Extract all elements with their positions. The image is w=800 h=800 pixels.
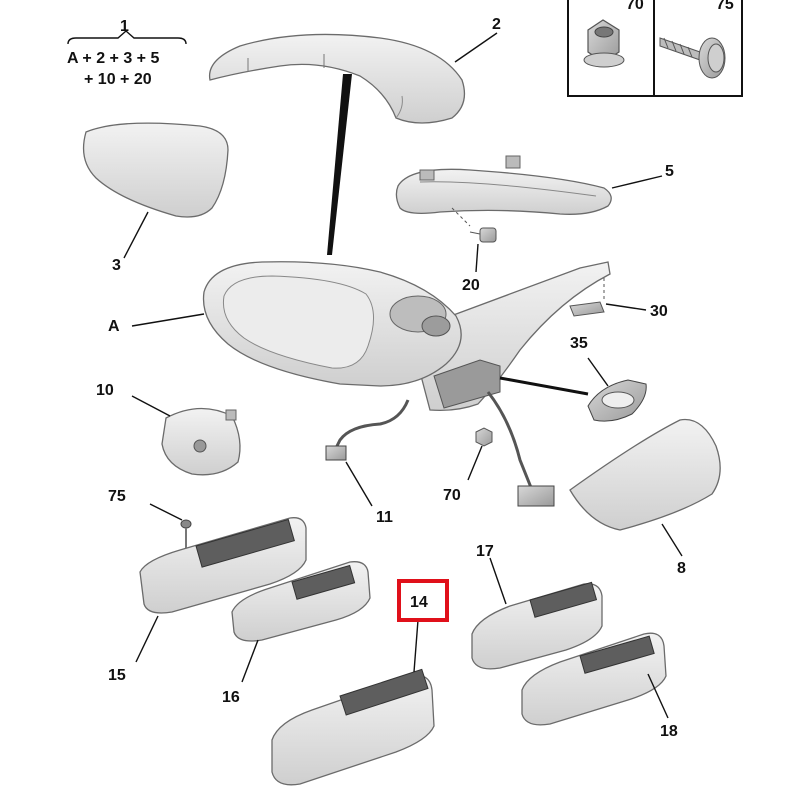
label-14: 14 xyxy=(410,594,428,611)
nut-part xyxy=(475,427,493,447)
assembly-arrow xyxy=(327,74,352,255)
adjuster-motor-part xyxy=(161,407,241,476)
clip-part xyxy=(569,278,605,317)
label-5: 5 xyxy=(665,163,674,180)
window-switch-panel-16 xyxy=(231,561,371,642)
label-A: A xyxy=(108,318,120,335)
label-17: 17 xyxy=(476,543,494,560)
label-70-main: 70 xyxy=(443,487,461,504)
screw-icon xyxy=(659,37,726,79)
fastener-inset-box: 70 75 xyxy=(567,0,743,97)
label-75-box: 75 xyxy=(716,0,734,13)
nut-icon xyxy=(583,19,625,68)
gasket-part xyxy=(587,379,647,422)
label-35: 35 xyxy=(570,335,588,352)
kit-reference-group: 1 A + 2 + 3 + 5 + 10 + 20 xyxy=(67,18,187,88)
mirror-cover-part xyxy=(208,33,466,124)
wiring-harness-part xyxy=(325,391,555,507)
label-16: 16 xyxy=(222,689,240,706)
label-30: 30 xyxy=(650,303,668,320)
label-1: 1 xyxy=(120,18,129,35)
window-switch-panel-17 xyxy=(471,581,603,670)
label-3: 3 xyxy=(112,257,121,274)
label-8: 8 xyxy=(677,560,686,577)
label-18: 18 xyxy=(660,723,678,740)
lower-cover-part xyxy=(569,418,721,531)
label-10: 10 xyxy=(96,382,114,399)
label-2: 2 xyxy=(492,16,501,33)
label-15: 15 xyxy=(108,667,126,684)
label-70-box: 70 xyxy=(626,0,644,13)
label-75-main: 75 xyxy=(108,488,126,505)
window-switch-panel-18 xyxy=(521,632,667,726)
label-20: 20 xyxy=(462,277,480,294)
window-switch-panel-14 xyxy=(271,668,435,786)
kit-composition-line1: A + 2 + 3 + 5 xyxy=(67,50,159,67)
mirror-glass-part xyxy=(82,122,229,218)
bulb-part xyxy=(451,207,497,243)
mirror-assembly-part xyxy=(202,261,611,412)
highlight-box-14 xyxy=(397,579,449,622)
label-11: 11 xyxy=(376,509,393,526)
window-switch-panel-15 xyxy=(139,517,307,614)
indicator-lens-part xyxy=(395,155,612,215)
kit-composition-line2: + 10 + 20 xyxy=(84,71,152,88)
